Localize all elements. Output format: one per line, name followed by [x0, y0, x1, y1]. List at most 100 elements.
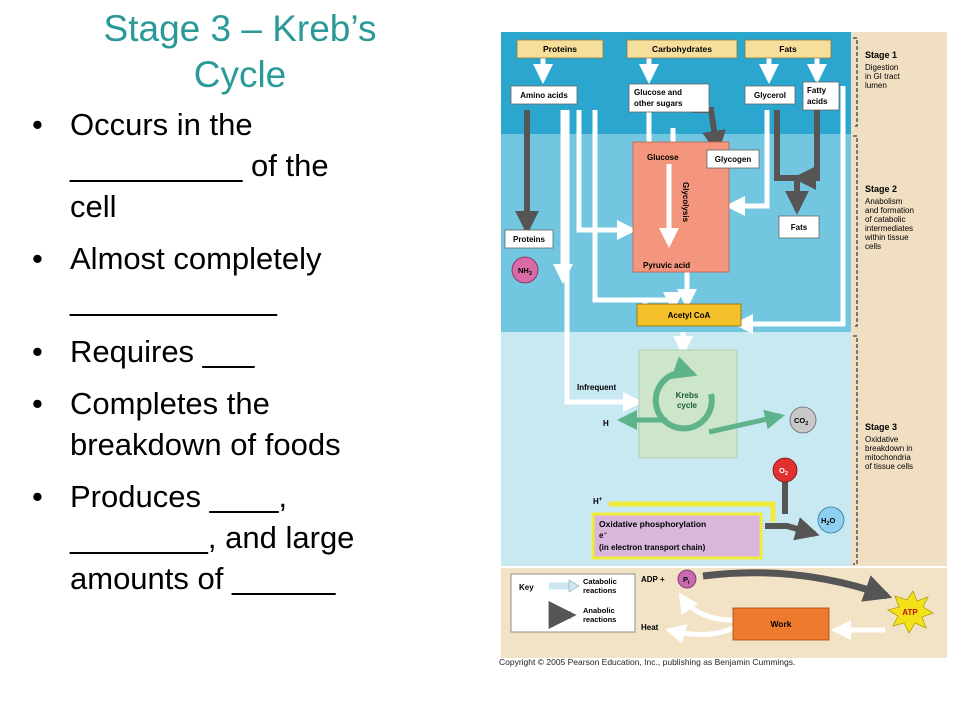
- etc-to-water: [765, 517, 820, 541]
- stage-1-desc: lumen: [865, 81, 887, 90]
- slide-title: Stage 3 – Kreb’s Cycle: [40, 6, 440, 98]
- metabolism-diagram: Stage 1 Digestion in GI tract lumen Stag…: [501, 32, 947, 658]
- nh3-label: NH3: [518, 266, 532, 277]
- key-anabolic-line: reactions: [583, 615, 616, 624]
- stage-labels: Stage 1 Digestion in GI tract lumen Stag…: [864, 50, 914, 471]
- stage-3-desc: of tissue cells: [865, 462, 913, 471]
- bullet-line: breakdown of foods: [70, 427, 341, 462]
- proteins-label: Proteins: [543, 44, 577, 54]
- pi-circle: [677, 569, 697, 589]
- bullet-line: cell: [70, 189, 117, 224]
- h2o-circle: [817, 506, 845, 534]
- glucose-sugars-line: Glucose and: [634, 88, 682, 97]
- glycogen-label: Glycogen: [715, 155, 752, 164]
- h-plus-text: H: [593, 497, 599, 506]
- work-box: [732, 607, 830, 641]
- fatty-acids-line: acids: [807, 97, 828, 106]
- h2o-o: O: [829, 516, 835, 525]
- nh3-circle: [511, 256, 539, 284]
- o2-label: O2: [779, 466, 788, 477]
- co2-circle: [789, 406, 817, 434]
- key-catabolic-arrow-head: [568, 579, 580, 593]
- pi-label: Pi: [683, 575, 690, 586]
- slide-title-line-2: Cycle: [193, 54, 287, 95]
- fatty-acids-line: Fatty: [807, 86, 827, 95]
- stage-2-desc: Anabolism: [865, 197, 903, 206]
- pi-sub: i: [688, 580, 690, 586]
- glycogen-box: [706, 149, 760, 169]
- o2-text: O: [779, 466, 785, 475]
- bullet-line: amounts of ______: [70, 561, 336, 596]
- h2o-h: H: [821, 516, 826, 525]
- atp-label: ATP: [902, 608, 918, 617]
- fats-label: Fats: [779, 44, 797, 54]
- glycerol-box: [744, 85, 796, 105]
- oxphos-label: Oxidative phosphorylation: [599, 519, 706, 529]
- h-plus-sup: +: [599, 497, 603, 503]
- e-minus-text: e: [599, 531, 604, 540]
- h2o-sub: 2: [826, 521, 829, 527]
- amino-acids-box: [510, 85, 578, 105]
- co2-text: CO: [794, 416, 805, 425]
- krebs-label: Krebs: [676, 391, 699, 400]
- stage2-fats-box: [778, 215, 820, 239]
- amino-acids-label: Amino acids: [520, 91, 568, 100]
- stage-2-desc: within tissue: [864, 233, 909, 242]
- stage-2-desc: and formation: [865, 206, 914, 215]
- stage-2-desc: cells: [865, 242, 881, 251]
- bullet-line: Requires ___: [70, 334, 255, 369]
- oxphos-box: [591, 512, 763, 560]
- acetyl-coa-label: Acetyl CoA: [668, 311, 711, 320]
- key-catabolic-line: reactions: [583, 586, 616, 595]
- bullet-line: __________ of the: [70, 148, 329, 183]
- glycerol-label: Glycerol: [754, 91, 786, 100]
- e-minus-sup: −: [603, 531, 607, 537]
- stage2-fats-label: Fats: [791, 223, 808, 232]
- key-anabolic-line: Anabolic: [583, 606, 615, 615]
- bullet-list: Occurs in the __________ of the cell Alm…: [28, 104, 448, 610]
- nutrient-boxes: Proteins Carbohydrates Fats: [516, 39, 832, 59]
- glycolysis-label: Glycolysis: [681, 182, 690, 223]
- copyright-notice: Copyright © 2005 Pearson Education, Inc.…: [499, 657, 796, 667]
- stage-1-title: Stage 1: [865, 50, 897, 60]
- stage-3-desc: Oxidative: [865, 435, 899, 444]
- slide-title-line-1: Stage 3 – Kreb’s: [103, 8, 377, 49]
- carbohydrates-box: [626, 39, 738, 59]
- bullet-item: Completes the breakdown of foods: [28, 383, 448, 465]
- bullet-line: ________, and large: [70, 520, 355, 555]
- stage2-proteins-box: [504, 229, 554, 249]
- infrequent-label: Infrequent: [577, 383, 616, 392]
- stage-2-title: Stage 2: [865, 184, 897, 194]
- stage-2-desc: of catabolic: [865, 215, 905, 224]
- co2-arrow: [708, 409, 785, 435]
- fats-box: [744, 39, 832, 59]
- work-label: Work: [770, 619, 791, 629]
- stage-3-desc: breakdown in: [865, 444, 913, 453]
- atp-burst: [886, 590, 934, 634]
- nh3-sub: 3: [529, 271, 532, 277]
- o2-sub: 2: [785, 471, 788, 477]
- side-panel: [851, 32, 947, 566]
- heat-arrow: [665, 624, 735, 644]
- stage2-proteins-label: Proteins: [513, 235, 546, 244]
- e-minus-label: e−: [599, 531, 607, 540]
- hydrogen-to-etc: [609, 501, 776, 522]
- bullet-line: Almost completely: [70, 241, 322, 276]
- stage1-products: Amino acids Glucose and other sugars Gly…: [510, 81, 840, 113]
- co2-sub: 2: [805, 421, 808, 427]
- stage-3-title: Stage 3: [865, 422, 897, 432]
- h-label: H: [603, 419, 609, 428]
- fatty-acids-box: [802, 81, 840, 111]
- bullet-item: Almost completely ____________: [28, 238, 448, 320]
- atp-synthesis-arrow: [702, 569, 893, 602]
- etc-label: (in electron transport chain): [599, 543, 706, 552]
- key-title: Key: [519, 583, 534, 592]
- heat-label: Heat: [641, 623, 659, 632]
- pi-text: P: [683, 575, 688, 584]
- nh3-text: NH: [518, 266, 529, 275]
- cycle-label: cycle: [677, 401, 698, 410]
- bullet-line: ____________: [70, 282, 277, 317]
- proteins-box: [516, 39, 604, 59]
- bullet-item: Occurs in the __________ of the cell: [28, 104, 448, 227]
- stage-brackets: [853, 37, 858, 565]
